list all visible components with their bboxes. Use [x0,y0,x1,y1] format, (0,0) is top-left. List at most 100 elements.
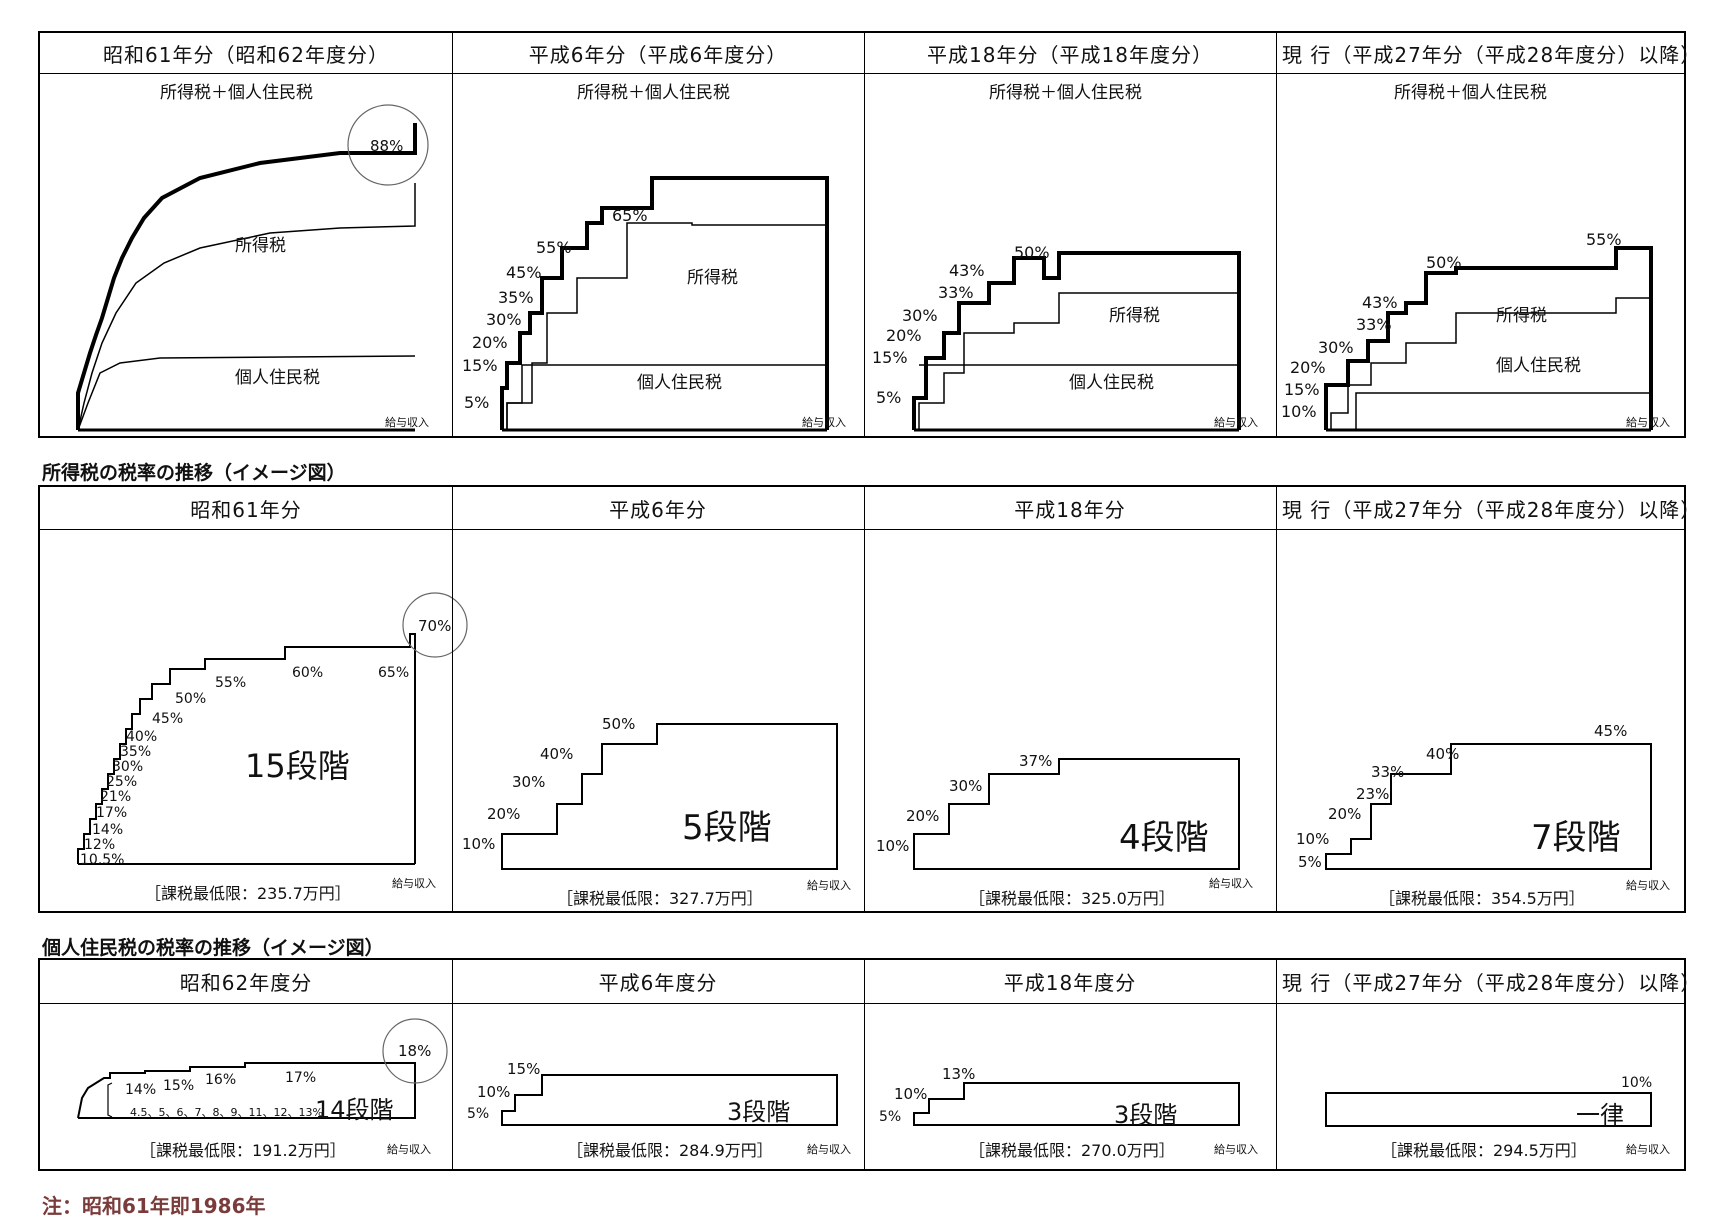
panel-income-h6: 平成6年分 10% 20% 30% 40% 50% 5段階 ［課税最低限：327… [452,487,864,911]
svg-text:50%: 50% [602,715,635,733]
svg-text:4.5、5、6、7、8、9、11、12、13%: 4.5、5、6、7、8、9、11、12、13% [130,1106,323,1119]
svg-text:給与収入: 給与収入 [807,1142,851,1156]
svg-text:45%: 45% [506,263,542,282]
svg-text:給与収入: 給与収入 [1214,415,1258,429]
svg-text:70%: 70% [418,617,451,635]
svg-text:所得税: 所得税 [687,268,738,288]
panel-combined-s61: 昭和61年分（昭和62年度分） 88% 所得税＋個人住民税 所得税 個人住民税 … [40,33,452,436]
income-s61-chart: 70% 10.5% 12% 14% 17% 21% 25% 30% 35% 40… [77,592,468,903]
panel-combined-current: 現 行（平成27年分（平成28年度分）以降） 10% 15% 20% 30% 3… [1276,33,1702,436]
svg-text:30%: 30% [902,306,938,325]
svg-text:40%: 40% [540,745,573,763]
svg-text:20%: 20% [906,807,939,825]
highlight-circle [347,104,429,186]
svg-text:所得税＋個人住民税: 所得税＋個人住民税 [989,83,1142,103]
combined-tax-table: 昭和61年分（昭和62年度分） 88% 所得税＋個人住民税 所得税 個人住民税 … [38,31,1702,438]
svg-text:給与収入: 給与収入 [392,876,436,890]
svg-text:所得税＋個人住民税: 所得税＋個人住民税 [1394,83,1547,103]
svg-text:14%: 14% [92,822,123,838]
svg-text:25%: 25% [106,774,137,790]
svg-text:5%: 5% [879,1109,901,1125]
svg-text:20%: 20% [472,333,508,352]
resident-tax-line [77,355,416,431]
panel-header: 現 行（平成27年分（平成28年度分）以降） [1282,42,1702,67]
svg-text:3段階: 3段階 [727,1098,790,1126]
panel-income-h18: 平成18年分 10% 20% 30% 37% 4段階 ［課税最低限：325.0万… [864,487,1276,911]
svg-text:14%: 14% [125,1082,156,1098]
svg-text:43%: 43% [1362,293,1398,312]
svg-text:55%: 55% [215,675,246,691]
svg-text:3段階: 3段階 [1114,1101,1177,1129]
svg-text:10%: 10% [1296,830,1329,848]
svg-text:20%: 20% [1328,805,1361,823]
svg-text:15%: 15% [1284,380,1320,399]
income-h18-chart: 10% 20% 30% 37% 4段階 ［課税最低限：325.0万円］ 給与収入 [876,752,1253,908]
panel-combined-h6: 平成6年分（平成6年度分） 5% 15% 20% 30% 35% 45% 55%… [452,33,864,436]
svg-text:30%: 30% [512,773,545,791]
svg-text:65%: 65% [378,665,409,681]
combined-h18-chart: 5% 15% 20% 30% 33% 43% 50% 所得税＋個人住民税 所得税… [872,83,1258,432]
svg-text:4段階: 4段階 [1119,818,1209,858]
resident-tax-section-title: 個人住民税の税率の推移（イメージ図） [42,937,384,959]
svg-text:17%: 17% [285,1070,316,1086]
svg-text:40%: 40% [1426,745,1459,763]
svg-text:5%: 5% [1298,853,1322,871]
svg-text:15段階: 15段階 [245,747,350,785]
svg-text:所得税: 所得税 [1496,306,1547,326]
svg-text:18%: 18% [398,1042,431,1060]
svg-text:10%: 10% [876,837,909,855]
svg-text:一律: 一律 [1576,1101,1624,1129]
svg-text:37%: 37% [1019,752,1052,770]
svg-text:45%: 45% [1594,722,1627,740]
svg-text:10%: 10% [1621,1075,1652,1091]
svg-text:15%: 15% [872,348,908,367]
svg-text:個人住民税: 個人住民税 [1069,373,1154,393]
svg-text:55%: 55% [536,238,572,257]
combined-total-line [76,123,417,430]
top-label: 所得税＋個人住民税 [160,83,313,103]
svg-text:給与収入: 給与収入 [387,1142,431,1156]
svg-text:給与収入: 給与収入 [1214,1142,1258,1156]
svg-text:30%: 30% [112,759,143,775]
combined-s61-chart: 88% 所得税＋個人住民税 所得税 個人住民税 給与収入 [76,83,429,432]
svg-text:15%: 15% [507,1060,540,1078]
svg-text:給与収入: 給与収入 [1209,876,1253,890]
header-row [40,33,1684,74]
svg-text:45%: 45% [152,711,183,727]
panel-income-current: 現 行（平成27年分（平成28年度分）以降） 5% 10% 20% 23% 33… [1276,487,1700,911]
svg-text:20%: 20% [886,326,922,345]
svg-text:［課税最低限：284.9万円］: ［課税最低限：284.9万円］ [567,1141,773,1160]
svg-text:［課税最低限：325.0万円］: ［課税最低限：325.0万円］ [969,889,1175,908]
svg-text:給与収入: 給与収入 [807,878,851,892]
svg-text:10.5%: 10.5% [80,852,124,868]
svg-text:33%: 33% [938,283,974,302]
svg-text:個人住民税: 個人住民税 [1496,356,1581,376]
svg-text:［課税最低限：354.5万円］: ［課税最低限：354.5万円］ [1379,889,1585,908]
svg-text:17%: 17% [96,805,127,821]
svg-text:5%: 5% [467,1106,489,1122]
panel-combined-h18: 平成18年分（平成18年度分） 5% 15% 20% 30% 33% 43% 5… [864,33,1276,436]
svg-text:30%: 30% [949,777,982,795]
svg-text:［課税最低限：270.0万円］: ［課税最低限：270.0万円］ [969,1141,1175,1160]
panel-header: 平成18年分（平成18年度分） [927,42,1213,67]
svg-text:［課税最低限：191.2万円］: ［課税最低限：191.2万円］ [140,1141,346,1160]
svg-text:23%: 23% [1356,785,1389,803]
header-row [40,960,1684,1004]
combined-h6-chart: 5% 15% 20% 30% 35% 45% 55% 65% 所得税＋個人住民税… [462,83,846,432]
svg-text:10%: 10% [462,835,495,853]
svg-text:給与収入: 給与収入 [802,415,846,429]
panel-resident-current: 現 行（平成27年分（平成28年度分）以降） 10% 一律 ［課税最低限：294… [1276,960,1700,1169]
svg-text:20%: 20% [1290,358,1326,377]
svg-text:21%: 21% [100,789,131,805]
svg-text:給与収入: 給与収入 [1626,415,1670,429]
panel-resident-s62: 昭和62年度分 18% 14% 15% 16% 17% 4.5、5、6、7、8、… [40,960,452,1169]
svg-text:10%: 10% [477,1083,510,1101]
svg-text:5%: 5% [876,388,901,407]
svg-text:［課税最低限：294.5万円］: ［課税最低限：294.5万円］ [1381,1141,1587,1160]
svg-text:15%: 15% [163,1078,194,1094]
panel-resident-h18: 平成18年度分 5% 10% 13% 3段階 ［課税最低限：270.0万円］ 給… [864,960,1276,1169]
panel-income-s61: 昭和61年分 70% 10.5% 12% 14% 17% 21% 25% 30%… [40,487,468,911]
svg-text:43%: 43% [949,261,985,280]
svg-text:10%: 10% [1281,402,1317,421]
svg-text:15%: 15% [462,356,498,375]
